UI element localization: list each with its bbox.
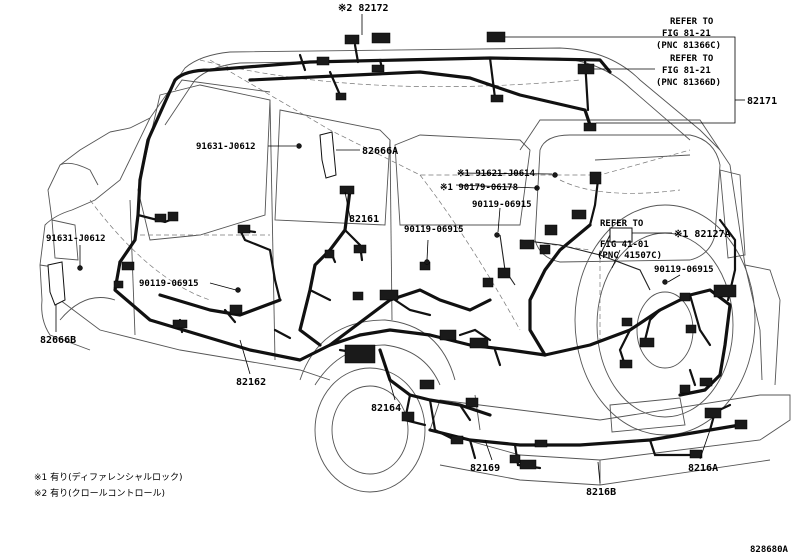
label-82161: 82161 (349, 214, 379, 225)
refer-note-41507c-line1: REFER TO (600, 219, 644, 229)
label-91621-j0614: ※1 91621-J0614 (457, 169, 536, 179)
refer-note-81366c-line1: REFER TO (670, 17, 714, 27)
floor-harness-82162 (113, 260, 362, 362)
diagram-id: 828680A (750, 545, 789, 555)
label-82666B: 82666B (40, 335, 76, 346)
refer-note-41507c-line2: FIG 41-01 (600, 240, 649, 250)
label-group: ※2 82172 REFER TO FIG 81-21 (PNC 81366C)… (34, 3, 789, 555)
label-82171: 82171 (747, 96, 777, 107)
connector-group (47, 31, 748, 470)
label-82172: ※2 82172 (338, 3, 389, 14)
refer-note-81366c-line3: (PNC 81366C) (656, 41, 721, 51)
label-82162: 82162 (236, 377, 266, 388)
footnote-1: ※1 有り(ディファレンシャルロック) (34, 471, 183, 483)
refer-note-41507c-line3: (PNC 41507C) (597, 251, 662, 261)
label-90119-06915-d: 90119-06915 (139, 279, 199, 289)
vehicle-body-outline (39, 47, 791, 493)
center-harness-82161 (298, 188, 352, 347)
label-82164: 82164 (371, 403, 401, 414)
label-8216A: 8216A (688, 463, 718, 474)
leader-lines (55, 14, 745, 484)
roof-harness-82171 (138, 56, 612, 182)
label-82666A: 82666A (362, 146, 398, 157)
refer-note-81366c-line2: FIG 81-21 (662, 29, 711, 39)
label-90119-06915-a: 90119-06915 (472, 200, 532, 210)
label-82169: 82169 (470, 463, 500, 474)
label-82127A: ※1 82127A (674, 229, 731, 240)
label-8216B: 8216B (586, 487, 616, 498)
rear-harness-82164 (378, 348, 492, 417)
footnote-2: ※2 有り(クロールコントロール) (34, 487, 165, 499)
refer-note-81366d-line3: (PNC 81366D) (656, 78, 721, 88)
label-91631-j0612-upper: 91631-J0612 (196, 142, 256, 152)
label-90119-06915-b: 90119-06915 (404, 225, 464, 235)
label-91631-j0612-lower: 91631-J0612 (46, 234, 106, 244)
back-door-harness-8216A (543, 288, 732, 397)
bumper-harness-8216B (428, 423, 742, 447)
label-90179-06178: ※1 90179-06178 (440, 183, 518, 193)
refer-note-81366d-line1: REFER TO (670, 54, 714, 64)
relay-block-82127A (609, 227, 633, 243)
label-90119-06915-c: 90119-06915 (654, 265, 714, 275)
bracket-82666A (319, 131, 337, 179)
refer-note-81366d-line2: FIG 81-21 (662, 66, 711, 76)
bracket-82666B (47, 261, 66, 306)
